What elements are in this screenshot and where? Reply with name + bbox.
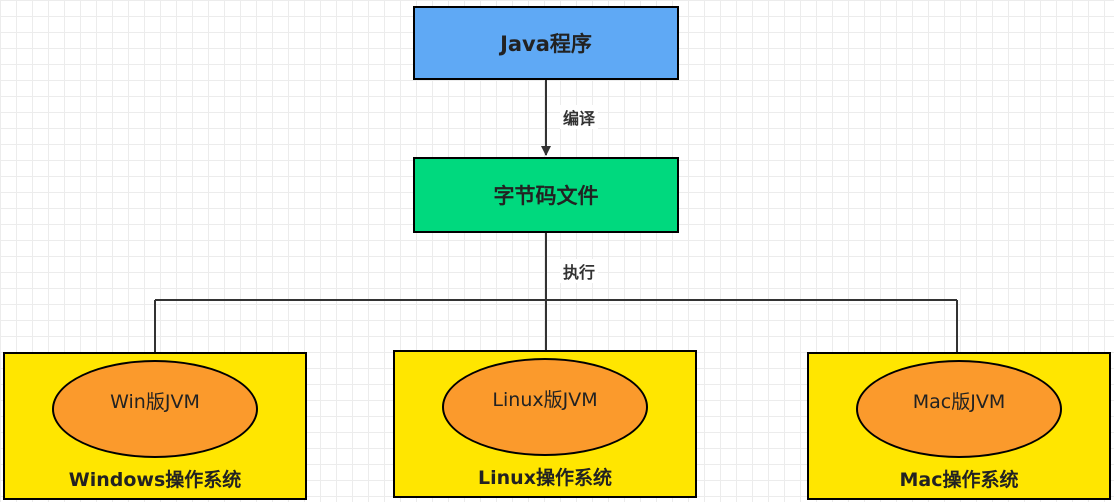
windows-os-box: Win版JVM Windows操作系统 xyxy=(3,352,307,500)
linux-os-box: Linux版JVM Linux操作系统 xyxy=(393,350,697,498)
linux-os-label: Linux操作系统 xyxy=(478,467,612,489)
mac-os-box: Mac版JVM Mac操作系统 xyxy=(807,352,1111,500)
linux-jvm-ellipse: Linux版JVM xyxy=(442,358,648,456)
mac-jvm-label: Mac版JVM xyxy=(912,391,1006,413)
execute-edge-label: 执行 xyxy=(560,259,599,283)
windows-jvm-label: Win版JVM xyxy=(110,391,200,413)
bytecode-file-label: 字节码文件 xyxy=(493,184,599,208)
windows-os-label: Windows操作系统 xyxy=(68,469,242,491)
compile-edge-label: 编译 xyxy=(560,105,599,129)
linux-jvm-label: Linux版JVM xyxy=(492,389,598,411)
java-program-label: Java程序 xyxy=(500,32,592,56)
mac-jvm-ellipse: Mac版JVM xyxy=(856,360,1062,458)
windows-jvm-ellipse: Win版JVM xyxy=(52,360,258,458)
mac-os-label: Mac操作系统 xyxy=(899,469,1019,491)
bytecode-file-node: 字节码文件 xyxy=(413,157,679,233)
java-program-node: Java程序 xyxy=(413,6,679,80)
